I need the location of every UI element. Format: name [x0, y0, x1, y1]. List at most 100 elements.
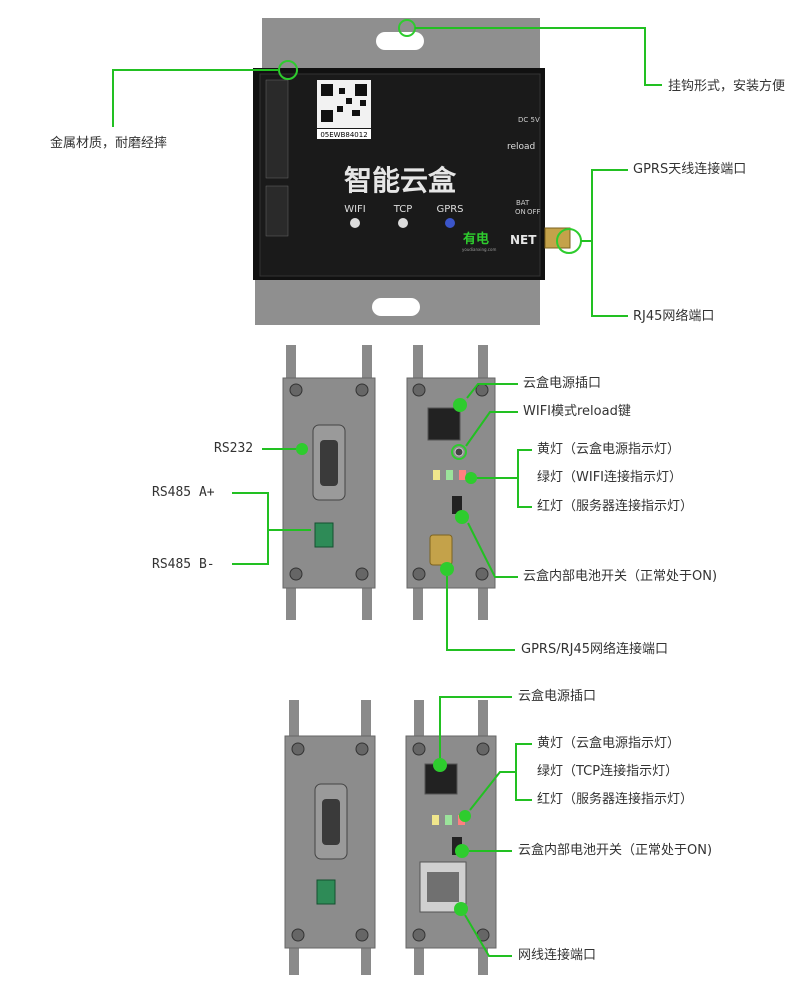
top-terminal-labels-2: [265, 185, 289, 237]
callout-battery-switch: 云盒内部电池开关（正常处于ON): [523, 569, 718, 584]
left-panel-2-bracket-top-r: [361, 700, 371, 740]
led-green-2: [445, 815, 452, 825]
marker-rj45: [454, 902, 468, 916]
led-yellow: [433, 470, 440, 480]
switch-on-label: ON: [515, 208, 526, 216]
top-hook-slot-upper: [376, 32, 424, 50]
qr-id-box: [317, 129, 371, 139]
callout-power-jack-2: 云盒电源插口: [518, 689, 597, 704]
screw: [291, 928, 305, 942]
callout-gprs-rj45-port: GPRS/RJ45网络连接端口: [521, 642, 668, 657]
led-wifi: [350, 218, 360, 228]
power-jack: [427, 407, 461, 441]
line-sma: [446, 576, 515, 651]
db9-inner-2: [322, 799, 340, 845]
qr-id-text: 05EWB84012: [320, 131, 367, 139]
callout-battery-switch-2: 云盒内部电池开关（正常处于ON): [518, 843, 713, 858]
switch-off-label: OFF: [527, 208, 541, 216]
callout-red-led: 红灯（服务器连接指示灯）: [537, 499, 694, 514]
left-panel-bracket-top: [286, 345, 296, 385]
left-panel-2-bracket-top: [289, 700, 299, 740]
side-view-rj45: [284, 696, 532, 975]
right-panel-2-bracket-top-r: [478, 700, 488, 740]
marker-leds-2: [459, 810, 471, 822]
screw: [412, 383, 426, 397]
indicator-gprs-label: GPRS: [436, 204, 463, 215]
device-title: 智能云盒: [344, 164, 457, 197]
marker-leds: [465, 472, 477, 484]
marker-power-2: [433, 758, 447, 772]
line-antenna-rj45: [591, 241, 628, 317]
top-terminal-labels: [265, 79, 289, 179]
right-panel-2-bracket-bottom-r: [478, 945, 488, 975]
line-power: [466, 383, 518, 399]
screw: [289, 567, 303, 581]
rs485-terminal-2: [316, 879, 336, 905]
screw: [355, 567, 369, 581]
led-yellow-2: [432, 815, 439, 825]
line-reload: [465, 411, 518, 447]
sma-connector: [429, 534, 453, 566]
line-antenna-gprs: [581, 169, 628, 242]
battery-switch-2: [452, 837, 462, 855]
screw: [476, 742, 490, 756]
callout-green-led-2: 绿灯（TCP连接指示灯）: [537, 764, 679, 779]
callout-rs485-b: RS485 B-: [152, 557, 215, 572]
indicator-wifi-label: WIFI: [344, 204, 366, 215]
screw: [355, 383, 369, 397]
callout-metal: 金属材质，耐磨经摔: [50, 136, 168, 151]
callout-hook: 挂钩形式，安装方便: [668, 79, 786, 94]
reload-button: [454, 447, 464, 457]
callout-yellow-led: 黄灯（云盒电源指示灯）: [537, 442, 681, 457]
net-label: NET: [510, 233, 537, 247]
brand-sub-label: youdianxing.com: [462, 247, 496, 252]
rs485-terminal: [314, 522, 334, 548]
marker-switch: [455, 510, 469, 524]
right-panel-bracket-top: [413, 345, 423, 385]
line-rs485: [232, 492, 269, 565]
top-device: 05EWB84012 智能云盒 WIFI TCP GPRS reload NET…: [112, 18, 662, 325]
right-panel-bracket-bottom-r: [478, 585, 488, 620]
line-rj45: [464, 914, 512, 957]
side-view-gprs: [232, 345, 532, 651]
marker-sma: [440, 562, 454, 576]
line-power-2: [439, 696, 512, 758]
screw: [412, 742, 426, 756]
line-metal: [112, 69, 279, 127]
led-tcp: [398, 218, 408, 228]
top-bracket-lower: [255, 270, 540, 325]
left-panel-bracket-bottom: [286, 585, 296, 620]
led-gprs: [445, 218, 455, 228]
line-switch: [467, 522, 518, 578]
screw: [355, 742, 369, 756]
callout-red-led-2: 红灯（服务器连接指示灯）: [537, 792, 694, 807]
right-panel-bracket-top-r: [478, 345, 488, 385]
brand-label: 有电: [463, 231, 489, 247]
callout-power-jack: 云盒电源插口: [523, 376, 602, 391]
right-panel-2-bracket-top: [414, 700, 424, 740]
callout-gprs-antenna: GPRS天线连接端口: [633, 162, 747, 177]
line-hook: [415, 27, 662, 86]
left-panel-bracket-top-r: [362, 345, 372, 385]
indicator-tcp-label: TCP: [393, 204, 413, 215]
right-panel-bracket-bottom: [413, 585, 423, 620]
callout-ethernet-port: 网线连接端口: [518, 948, 597, 963]
callout-yellow-led-2: 黄灯（云盒电源指示灯）: [537, 736, 681, 751]
line-leds-2-bracket: [515, 743, 532, 801]
callout-rs232: RS232: [214, 441, 254, 456]
rj45-port-inner: [427, 872, 459, 902]
switch-bat-label: BAT: [516, 199, 530, 207]
marker-power: [453, 398, 467, 412]
left-panel-bracket-bottom-r: [362, 585, 372, 620]
marker-rs232: [296, 443, 308, 455]
callout-green-led: 绿灯（WIFI连接指示灯）: [537, 470, 682, 485]
line-leds-bracket: [517, 449, 532, 508]
left-panel-2-bracket-bottom-r: [361, 945, 371, 975]
callout-rj45-port: RJ45网络端口: [633, 309, 715, 324]
screw: [475, 567, 489, 581]
marker-reload: [451, 444, 467, 460]
battery-switch: [452, 496, 462, 514]
top-hook-slot-lower: [372, 298, 420, 316]
line-leds-2: [469, 771, 516, 811]
